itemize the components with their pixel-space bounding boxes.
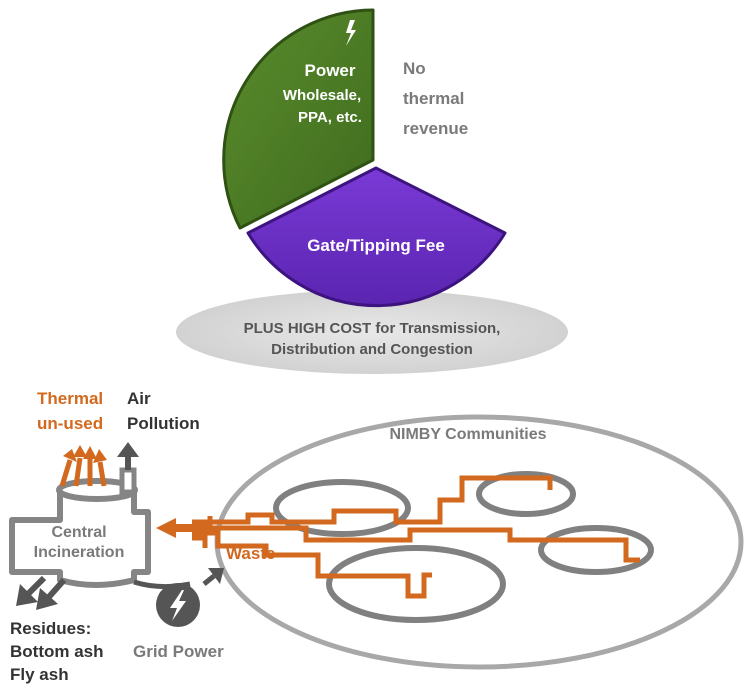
nimby-label: NIMBY Communities [389,426,546,443]
nimby-outer-ring [214,414,744,670]
lightning-bolt-icon [346,20,356,46]
community-ring-3 [326,545,506,623]
thermal-arrows [59,445,107,487]
plant-label-line-1: Central [51,524,106,541]
power-detail-line-2: PPA, etc. [298,109,362,126]
no-thermal-line-1: No [403,59,426,78]
plus-cost-line-1: PLUS HIGH COST for Transmission, [244,320,501,337]
power-detail-line-1: Wholesale, [283,87,361,104]
thermal-label-line-1: Thermal [37,389,103,408]
plus-cost-line-2: Distribution and Congestion [271,341,473,358]
air-label-line-2: Pollution [127,414,200,433]
plant-label-line-2: Incineration [34,544,125,561]
plus-cost-ellipse [176,290,568,374]
waste-arrowhead [156,518,176,538]
community-ring-2 [476,471,576,517]
community-ring-4 [538,525,654,575]
residues-line-1: Residues: [10,619,91,638]
residues-line-2: Bottom ash [10,642,104,661]
air-label-line-1: Air [127,389,151,408]
no-thermal-line-2: thermal [403,89,464,108]
no-thermal-line-3: revenue [403,119,468,138]
waste-routes [192,475,640,599]
air-pollution-arrow [117,442,139,470]
thermal-label-line-2: un-used [37,414,103,433]
power-title: Power [304,61,355,80]
gate-fee-label: Gate/Tipping Fee [307,236,445,255]
waste-label: Waste [226,544,275,563]
community-ring-1 [273,479,411,537]
residue-arrows [16,575,67,610]
grid-power-label: Grid Power [133,642,224,661]
residues-line-3: Fly ash [10,665,69,684]
power-wedge [222,8,375,230]
lightning-circle-icon [156,583,200,627]
gate-fee-wedge [246,166,507,308]
